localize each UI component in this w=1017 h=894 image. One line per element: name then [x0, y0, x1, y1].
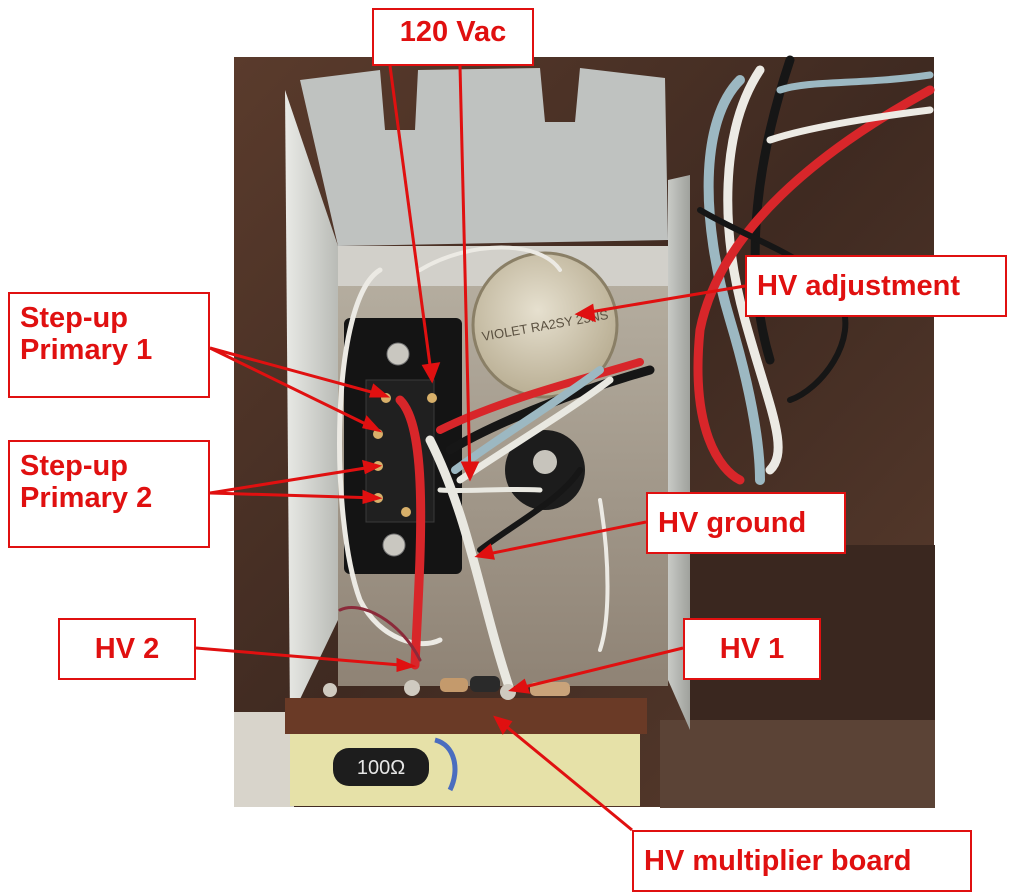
label-step-up-primary-2: Step-up Primary 2 — [8, 440, 210, 548]
label-hv-2: HV 2 — [58, 618, 196, 680]
label-hv-1: HV 1 — [683, 618, 821, 680]
annotation-arrows — [195, 65, 746, 832]
label-step-up-primary-1: Step-up Primary 1 — [8, 292, 210, 398]
potentiometer — [471, 251, 619, 399]
ground-terminal-nut — [533, 450, 557, 474]
label-step-up-primary-1-line1: Step-up — [20, 302, 128, 334]
board-components — [323, 676, 570, 700]
label-step-up-primary-2-line1: Step-up — [20, 450, 128, 482]
transformer-bolt-top — [386, 342, 410, 366]
chassis-right-wall — [668, 175, 690, 730]
label-step-up-primary-2-line2: Primary 2 — [20, 482, 153, 515]
resistor-100-ohm — [333, 748, 429, 786]
chassis-back-plate — [300, 68, 668, 246]
multiplier-board — [285, 698, 647, 734]
label-hv-adjustment: HV adjustment — [745, 255, 1007, 317]
label-step-up-primary-1-line2: Primary 1 — [20, 334, 153, 367]
desk-lower — [660, 720, 935, 808]
resistor-100-ohm-text: 100Ω — [357, 757, 405, 779]
label-hv-ground: HV ground — [646, 492, 846, 554]
blue-lead — [434, 737, 458, 792]
transformer-bolt-bottom — [382, 533, 406, 557]
label-120-vac: 120 Vac — [372, 8, 534, 66]
chassis-left-wall — [285, 90, 338, 720]
label-hv-multiplier-board: HV multiplier board — [632, 830, 972, 892]
paper-scrap — [234, 712, 294, 807]
